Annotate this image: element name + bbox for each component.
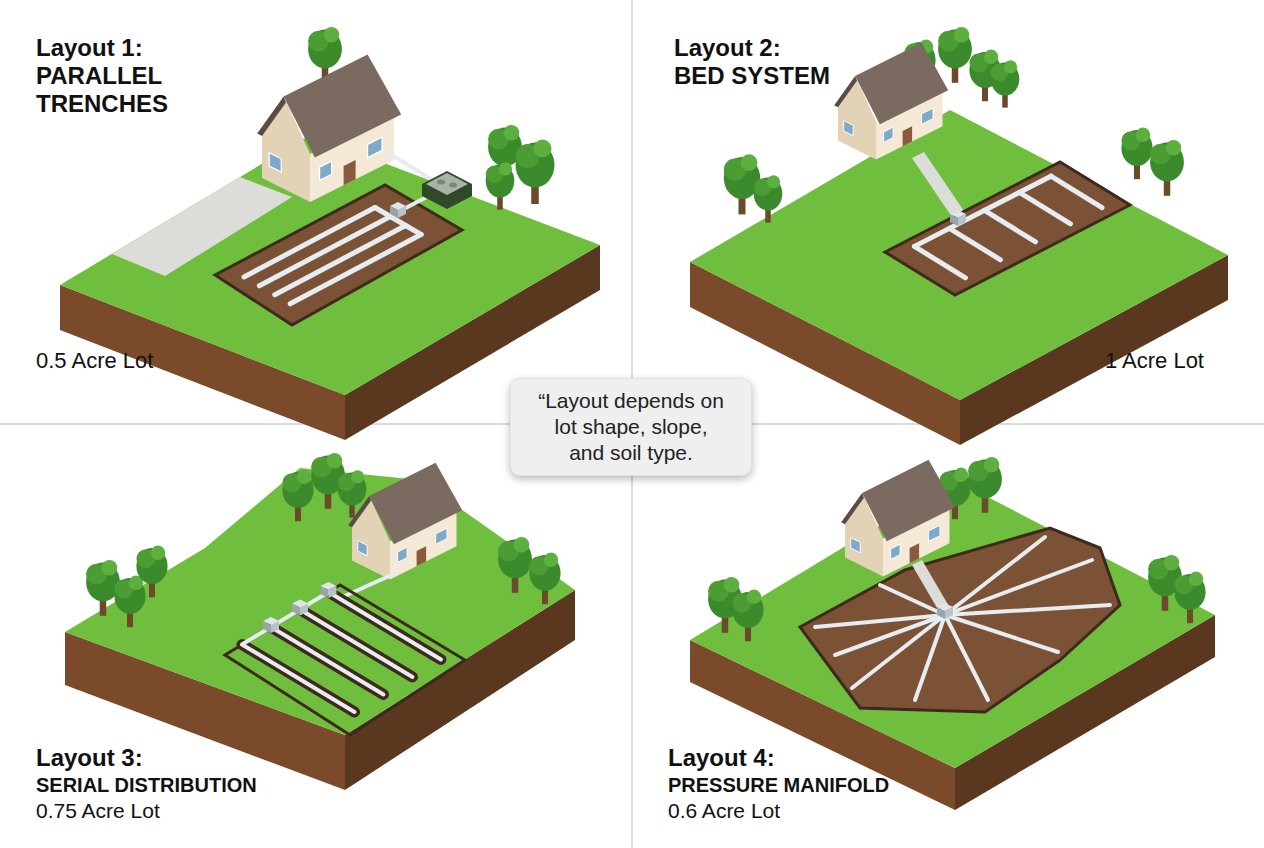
radial-pipe — [945, 537, 1045, 615]
radial-pipe — [945, 615, 988, 700]
tree — [136, 546, 167, 598]
absorption-bed — [885, 162, 1130, 295]
lateral-pipe — [1051, 176, 1102, 207]
trench — [329, 592, 442, 660]
lot-size: 1 Acre Lot — [1105, 348, 1204, 373]
lateral-pipe — [242, 645, 355, 713]
layout-number: Layout 3: — [36, 744, 143, 772]
lateral-pipe — [914, 246, 965, 277]
house — [348, 463, 462, 580]
tank-lid — [449, 183, 457, 188]
trench — [242, 645, 355, 713]
sloped-lawn — [65, 468, 575, 735]
tree — [1121, 128, 1152, 180]
tree — [1174, 572, 1205, 624]
layout-name: SERIAL DISTRIBUTION — [36, 774, 257, 797]
layout-number: Layout 4: — [668, 744, 775, 772]
lateral-pipe — [271, 627, 384, 695]
lot-size: 0.5 Acre Lot — [36, 348, 153, 373]
lateral-pipe — [300, 610, 413, 678]
walkway — [912, 152, 966, 220]
house — [257, 54, 401, 202]
lateral-pipe — [949, 228, 1000, 259]
radial-pipe — [852, 615, 945, 688]
manifold-field — [800, 528, 1120, 712]
tree — [282, 470, 313, 522]
serial-distribution-scene — [65, 453, 575, 790]
tank-pit — [422, 171, 472, 209]
distribution-box — [321, 582, 337, 598]
tree — [732, 590, 763, 642]
distribution-box — [292, 600, 308, 616]
lawn-surface — [690, 480, 1215, 768]
lot-size: 0.6 Acre Lot — [668, 799, 780, 823]
lateral-pipe — [275, 226, 406, 295]
tree — [486, 162, 515, 209]
layout-name: PARALLEL TRENCHES — [36, 62, 196, 118]
callout-box: “Layout depends on lot shape, slope, and… — [510, 378, 752, 476]
tree — [516, 140, 555, 205]
header-pipe — [914, 176, 1051, 246]
lateral-pipe — [329, 592, 442, 660]
tree — [991, 60, 1020, 107]
lawn-surface — [690, 110, 1228, 400]
tree — [498, 537, 532, 593]
serial-pipe — [242, 592, 329, 645]
distribution-box — [950, 210, 966, 226]
radial-pipe — [835, 615, 945, 655]
distribution-box — [263, 617, 279, 633]
layout-number: Layout 1: — [36, 34, 143, 62]
lateral-pipe — [1019, 192, 1070, 223]
lot-size: 0.75 Acre Lot — [36, 799, 160, 823]
lateral-pipe — [290, 235, 421, 304]
house — [834, 43, 948, 160]
distribution-box — [390, 202, 406, 218]
lateral-pipe — [259, 217, 390, 286]
layout-name: PRESSURE MANIFOLD — [668, 774, 889, 797]
tree — [968, 457, 1002, 513]
lateral-pipe — [984, 210, 1035, 241]
tank-lid — [437, 180, 445, 185]
layout-name: BED SYSTEM — [674, 62, 830, 90]
callout-text: “Layout depends on lot shape, slope, and… — [536, 388, 726, 466]
septic-tank — [426, 173, 468, 195]
tree — [1150, 140, 1184, 196]
trench — [300, 610, 413, 678]
bed-system-scene — [690, 27, 1228, 445]
drain-field — [215, 185, 462, 325]
drain-field — [225, 585, 465, 735]
tree — [938, 27, 972, 83]
tree — [114, 576, 145, 628]
radial-pipe — [945, 605, 1110, 615]
tree — [754, 175, 783, 222]
trench — [271, 627, 384, 695]
layout-number: Layout 2: — [674, 34, 781, 62]
tree — [529, 553, 560, 605]
manifold-box — [937, 603, 953, 619]
